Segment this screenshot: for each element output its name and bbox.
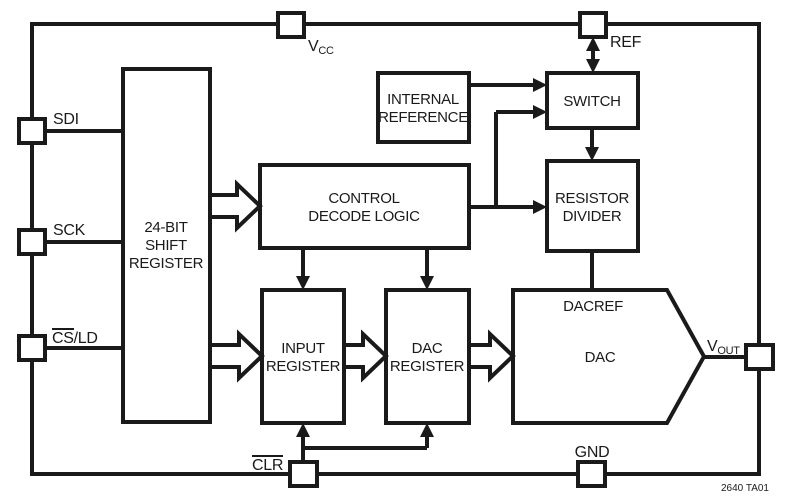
dac-register-block xyxy=(384,288,471,425)
internal-reference-label-2: REFERENCE xyxy=(378,109,468,126)
vout-pin-label: VOUT xyxy=(707,338,740,357)
resistor-divider-label-2: DIVIDER xyxy=(563,208,622,225)
switch-label: SWITCH xyxy=(563,93,620,110)
dac-block xyxy=(511,288,707,425)
arrowhead-resdiv-top xyxy=(585,147,599,161)
csld-label-rest: /LD xyxy=(74,330,98,347)
bus-arrow-dacreg-dac xyxy=(467,329,516,383)
arrowhead-inputreg-bottom xyxy=(296,423,310,437)
csld-pin xyxy=(17,334,47,362)
clr-pin xyxy=(288,460,319,488)
bus-arrow-inputreg-dacreg xyxy=(342,329,389,383)
shift-register-label-3: REGISTER xyxy=(129,255,204,272)
dac-register-label-2: REGISTER xyxy=(390,358,465,375)
bus-arrow-shiftreg-inputreg xyxy=(208,329,265,383)
control-decode-logic-label-1: CONTROL xyxy=(328,190,399,207)
gnd-pin xyxy=(576,460,607,488)
sdi-pin xyxy=(17,117,47,145)
input-register-label-1: INPUT xyxy=(281,340,325,357)
dacref-label: DACREF xyxy=(563,298,623,315)
vcc-pin xyxy=(276,11,306,39)
dac-register-label-1: DAC xyxy=(412,340,443,357)
vout-label-base: V xyxy=(707,338,718,355)
clr-pin-label: CLR xyxy=(252,457,283,474)
csld-pin-label: CS/LD xyxy=(52,330,98,347)
sdi-pin-label: SDI xyxy=(53,111,79,128)
arrowhead-resdiv-input xyxy=(533,200,547,214)
figure-caption: 2640 TA01 xyxy=(721,483,769,494)
arrowhead-switch-top-input xyxy=(533,78,547,92)
switch-block xyxy=(545,71,640,130)
vout-pin xyxy=(744,343,775,371)
arrowhead-dacreg-bottom xyxy=(420,423,434,437)
arrowhead-switch-bottom-input xyxy=(533,105,547,119)
arrowhead-down-switch xyxy=(586,59,600,73)
gnd-pin-label: GND xyxy=(575,444,610,461)
resistor-divider-block xyxy=(545,159,640,253)
vout-label-sub: OUT xyxy=(717,345,740,357)
control-decode-logic-label-2: DECODE LOGIC xyxy=(308,208,420,225)
vcc-label-base: V xyxy=(308,38,319,55)
vcc-pin-label: VCC xyxy=(308,38,334,57)
ref-pin xyxy=(578,11,608,39)
sck-pin-label: SCK xyxy=(53,222,86,239)
ref-pin-label: REF xyxy=(610,34,642,51)
arrowhead-dacreg-top xyxy=(420,276,434,290)
arrowhead-inputreg-top xyxy=(296,276,310,290)
vcc-label-sub: CC xyxy=(318,45,334,57)
resistor-divider-label-1: RESISTOR xyxy=(555,190,629,207)
dac-label: DAC xyxy=(585,349,616,366)
sck-pin xyxy=(17,228,47,256)
shift-register-label-1: 24-BIT xyxy=(144,219,187,236)
input-register-label-2: REGISTER xyxy=(266,358,341,375)
shift-register-block xyxy=(121,67,212,424)
csld-label-overlined: CS xyxy=(52,330,74,347)
shift-register-label-2: SHIFT xyxy=(145,237,187,254)
arrowhead-up-ref xyxy=(586,37,600,51)
bus-arrow-shiftreg-cdl xyxy=(208,179,263,233)
internal-reference-block xyxy=(376,71,471,144)
internal-reference-label-1: INTERNAL xyxy=(387,91,459,108)
